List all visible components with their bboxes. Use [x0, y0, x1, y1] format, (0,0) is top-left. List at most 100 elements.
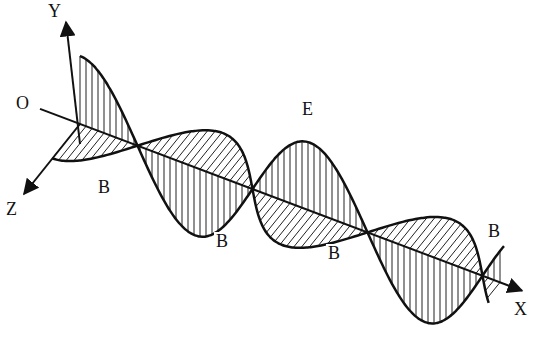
magnetic-hatch [224, 154, 243, 178]
magnetic-hatch [230, 161, 246, 181]
electric-hatch [464, 269, 465, 302]
electric-hatch [302, 141, 303, 207]
electric-hatch [278, 155, 279, 199]
electric-wave [80, 56, 504, 323]
magnetic-hatch [452, 239, 473, 264]
electric-hatch [182, 162, 183, 226]
electric-hatch [440, 260, 441, 322]
origin-label: O [14, 94, 31, 112]
magnetic-hatch [212, 143, 237, 174]
magnetic-hatch [485, 280, 494, 291]
electric-hatch [152, 151, 153, 177]
electric-hatch [206, 172, 207, 237]
magnetic-hatch [206, 139, 232, 172]
axis-label: X [512, 300, 529, 318]
electric-hatch [338, 172, 339, 221]
field-label: B [214, 232, 230, 250]
electric-hatch [500, 251, 501, 282]
axis-label: Z [4, 200, 19, 218]
electric-hatch [200, 169, 201, 236]
electric-hatch [452, 264, 453, 314]
magnetic-hatch [270, 205, 296, 237]
electric-hatch [98, 71, 99, 131]
electric-hatch [458, 267, 459, 309]
field-label: B [326, 244, 342, 262]
electric-hatch [122, 112, 123, 140]
magnetic-hatch [410, 217, 435, 248]
electric-hatch [326, 155, 327, 217]
magnetic-hatch [422, 219, 450, 253]
electric-hatch [170, 158, 171, 211]
electric-hatch [308, 142, 309, 210]
electric-hatch [272, 162, 273, 197]
magnetic-hatch [286, 212, 314, 246]
electric-hatch [422, 253, 423, 321]
electric-hatch [86, 59, 87, 126]
electric-hatch [110, 89, 111, 135]
electric-hatch [446, 262, 447, 319]
electric-hatch [296, 142, 297, 205]
electric-hatch [410, 248, 411, 310]
axis-label: Y [46, 2, 63, 20]
magnetic-hatch [280, 210, 308, 244]
electric-hatch [194, 167, 195, 235]
electric-hatch [344, 183, 345, 224]
magnetic-hatch [428, 221, 456, 255]
magnetic-hatch [182, 130, 208, 162]
magnetic-wave [52, 130, 488, 303]
electric-hatch [350, 195, 351, 226]
electric-hatch [320, 149, 321, 214]
electric-hatch [92, 64, 93, 128]
electric-hatch [470, 271, 471, 294]
field-label: E [300, 100, 315, 118]
magnetic-hatch [470, 260, 479, 271]
electric-hatch [434, 257, 435, 323]
electric-hatch [218, 176, 219, 231]
magnetic-hatch [242, 175, 250, 185]
magnetic-hatch [301, 217, 326, 248]
electric-hatch [386, 239, 387, 272]
electric-hatch [494, 259, 495, 280]
electric-hatch [116, 100, 117, 138]
electric-hatch [80, 56, 81, 124]
electric-hatch [164, 156, 165, 201]
electric-hatch [392, 242, 393, 284]
magnetic-hatch [458, 245, 475, 266]
electric-hatch [236, 183, 237, 213]
magnetic-hatch [188, 131, 215, 165]
magnetic-hatch [74, 131, 98, 161]
electric-hatch [290, 145, 291, 203]
electric-hatch [266, 170, 267, 195]
magnetic-hatch [464, 252, 477, 269]
electric-hatch [242, 185, 243, 204]
electric-hatch [428, 255, 429, 323]
x-axis [40, 109, 522, 291]
electric-hatch [212, 174, 213, 235]
electric-hatch [332, 163, 333, 219]
electric-hatch [104, 79, 105, 133]
electric-hatch [224, 178, 225, 226]
magnetic-hatch [434, 224, 461, 257]
field-label: B [96, 178, 112, 196]
magnetic-hatch [258, 196, 272, 213]
electric-hatch [188, 165, 189, 232]
magnetic-hatch [256, 194, 266, 206]
magnetic-hatch [200, 135, 227, 169]
electric-hatch [416, 251, 417, 317]
z-axis [24, 124, 80, 194]
magnetic-hatch [260, 199, 278, 221]
magnetic-hatch [194, 133, 222, 167]
magnetic-hatch [293, 214, 320, 247]
electric-hatch [176, 160, 177, 219]
electric-hatch [284, 149, 285, 201]
magnetic-hatch [59, 126, 86, 160]
electric-hatch [404, 246, 405, 303]
magnetic-hatch [275, 208, 302, 242]
electric-hatch [398, 244, 399, 294]
field-label: B [486, 222, 502, 240]
electric-hatch [158, 153, 159, 189]
magnetic-hatch [487, 282, 500, 298]
magnetic-hatch [440, 228, 465, 259]
